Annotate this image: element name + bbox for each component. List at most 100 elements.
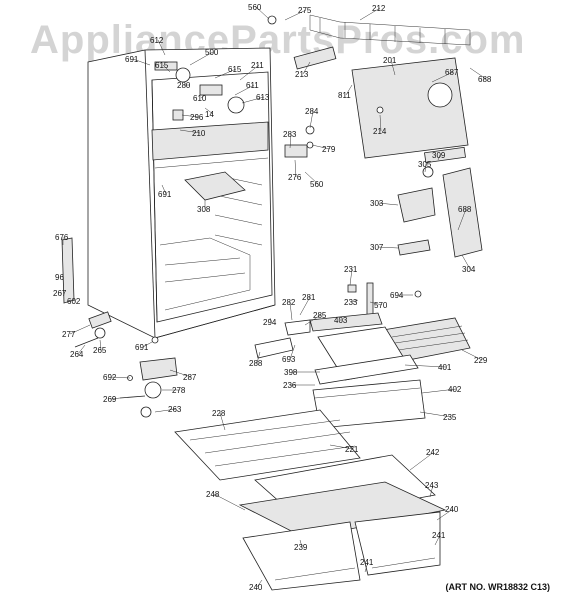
- callout-leader: [429, 484, 434, 498]
- callout-693: 693: [282, 355, 296, 364]
- callout-leader: [241, 96, 265, 104]
- callout-248: 248: [206, 490, 220, 499]
- callout-279: 279: [322, 145, 336, 154]
- callout-leader: [437, 154, 441, 161]
- callout-leader: [234, 84, 255, 96]
- callout-241: 241: [432, 531, 446, 540]
- callout-240: 240: [249, 583, 263, 592]
- callout-leader: [436, 508, 454, 521]
- callout-leader: [269, 317, 272, 323]
- callout-leader: [345, 84, 353, 96]
- callout-236: 236: [283, 381, 297, 390]
- callout-403: 403: [334, 316, 348, 325]
- callout-309: 309: [432, 151, 446, 160]
- callout-leader: [390, 59, 396, 76]
- callout-leader: [162, 64, 171, 73]
- callout-267: 267: [53, 289, 67, 298]
- callout-221: 221: [345, 445, 359, 454]
- callout-280: 280: [177, 81, 191, 90]
- callout-leader: [294, 159, 297, 178]
- callout-211: 211: [251, 61, 264, 70]
- callout-leader: [69, 324, 91, 335]
- callout-612: 612: [150, 36, 164, 45]
- callout-leader: [256, 579, 263, 588]
- callout-leader: [421, 388, 457, 394]
- small-parts: [119, 357, 178, 418]
- callout-leader: [299, 539, 303, 548]
- callout-leader: [181, 114, 199, 118]
- callout-307: 307: [370, 243, 384, 252]
- callout-leader: [99, 339, 102, 351]
- callout-560: 560: [310, 180, 324, 189]
- callout-811: 811: [338, 91, 351, 100]
- callout-287: 287: [183, 373, 197, 382]
- callout-284: 284: [305, 107, 319, 116]
- callout-687: 687: [445, 68, 459, 77]
- callout-229: 229: [474, 356, 488, 365]
- callout-269: 269: [103, 395, 117, 404]
- callout-leader: [157, 39, 166, 56]
- callout-leader: [189, 51, 214, 66]
- callout-leader: [200, 94, 206, 99]
- callout-610: 610: [193, 94, 207, 103]
- callout-leader: [289, 344, 296, 360]
- callout-leader: [349, 268, 353, 286]
- callout-276: 276: [288, 173, 302, 182]
- callout-leader: [284, 9, 307, 21]
- callout-265: 265: [93, 346, 107, 355]
- callout-96: 96: [55, 273, 64, 282]
- hinge-parts: [61, 237, 159, 348]
- callout-leader: [71, 299, 76, 302]
- callout-691: 691: [125, 55, 139, 64]
- callout-264: 264: [70, 350, 84, 359]
- callout-leader: [457, 208, 467, 231]
- callout-285: 285: [313, 311, 327, 320]
- callout-leader: [239, 64, 260, 81]
- callout-leader: [461, 254, 471, 270]
- callout-676: 676: [55, 233, 69, 242]
- callout-602: 602: [67, 297, 81, 306]
- callout-210: 210: [192, 129, 206, 138]
- callout-615: 615: [228, 65, 242, 74]
- callout-leader: [469, 67, 487, 80]
- callout-leader: [404, 364, 447, 368]
- callout-leader: [304, 314, 322, 326]
- callout-560: 560: [248, 3, 262, 12]
- evaporator-cover: [267, 14, 471, 159]
- callout-212: 212: [372, 4, 386, 13]
- callout-240: 240: [445, 505, 459, 514]
- callout-leader: [431, 71, 454, 83]
- callout-304: 304: [462, 265, 476, 274]
- callout-leader: [204, 107, 214, 115]
- callout-233: 233: [344, 298, 358, 307]
- callout-303: 303: [370, 199, 384, 208]
- callout-leader: [289, 301, 293, 321]
- callout-611: 611: [246, 81, 259, 90]
- callout-239: 239: [294, 543, 308, 552]
- callout-570: 570: [374, 301, 388, 310]
- callout-leader: [179, 129, 201, 134]
- callout-leader: [461, 349, 483, 361]
- callout-leader: [161, 184, 167, 195]
- callout-leader: [424, 163, 427, 173]
- callout-235: 235: [443, 413, 457, 422]
- callout-500: 500: [205, 48, 219, 57]
- callout-leader: [409, 451, 435, 471]
- callout-241: 241: [360, 558, 374, 567]
- callout-leader: [289, 133, 292, 149]
- air-duct-parts: [347, 146, 483, 316]
- callout-leader: [379, 114, 382, 132]
- callout-leader: [142, 341, 153, 348]
- callout-leader: [214, 68, 237, 79]
- callout-leader: [110, 397, 121, 400]
- callout-296: 296: [190, 113, 204, 122]
- callout-694: 694: [390, 291, 404, 300]
- callout-401: 401: [438, 363, 452, 372]
- callout-leader: [419, 411, 452, 418]
- callout-leader: [299, 296, 311, 316]
- callout-leader: [77, 344, 86, 355]
- callout-613: 613: [256, 93, 270, 102]
- callout-263: 263: [168, 405, 182, 414]
- callout-214: 214: [373, 127, 387, 136]
